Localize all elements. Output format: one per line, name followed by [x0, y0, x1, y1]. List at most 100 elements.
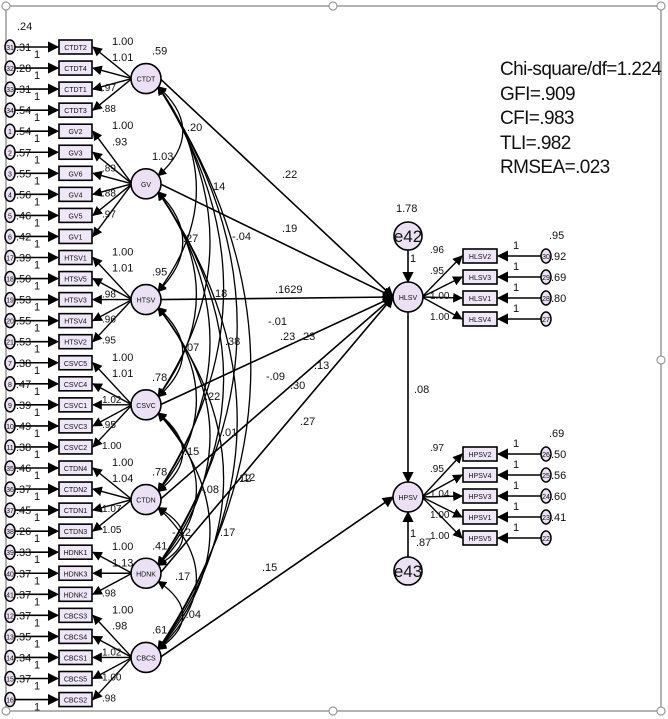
error-variance-label: .41	[551, 512, 566, 524]
error-id-label: 11	[6, 445, 13, 452]
latent-variance-label: .61	[152, 624, 167, 636]
error-variance-label: .46	[16, 210, 31, 222]
error-term-e4	[4, 186, 16, 203]
error-id-label: 28	[542, 296, 550, 303]
indicator-label: HTSV5	[64, 277, 87, 284]
disturbance-variance-label: 1.78	[396, 203, 417, 215]
covariance-arc	[157, 306, 225, 651]
loading-label: 1.01	[112, 52, 133, 64]
indicator-label: HDNK3	[64, 571, 88, 578]
latent-label: CTDN	[136, 498, 155, 505]
indicator-label: CBCS4	[64, 634, 87, 641]
error-id-label: 32	[6, 66, 14, 73]
loading-path	[92, 614, 133, 658]
path-CTDN-to-HLSV	[159, 296, 394, 501]
indicator-label: GV2	[68, 129, 82, 136]
covariance-label-ctdt-hdnk: -.01	[268, 316, 287, 328]
indicator-CTDT4	[58, 60, 93, 76]
fixed-weight-label: 1	[513, 282, 519, 294]
indicator-HPSV5	[462, 530, 498, 546]
error-variance-label: .38	[16, 442, 31, 454]
error-id-label: 22	[542, 536, 550, 543]
error-variance-label: .37	[16, 610, 31, 622]
fit-gfi: GFI=.909	[500, 83, 576, 105]
fixed-weight-label: 1	[34, 681, 40, 693]
loading-label: 1.00	[430, 531, 450, 542]
error-id-label: 36	[6, 487, 14, 494]
covariance-label-gv-hdnk: .23	[300, 331, 315, 343]
fixed-weight-label: 1	[34, 702, 40, 714]
error-id-label: 39	[6, 550, 14, 557]
error-term-e5	[4, 207, 16, 224]
fixed-weight-label: 1	[34, 217, 40, 229]
indicator-HLSV1	[462, 290, 498, 306]
error-term-e11	[4, 439, 16, 455]
fixed-weight-label: 1	[34, 449, 40, 461]
fixed-weight-label: 1	[513, 261, 519, 273]
loading-path	[92, 277, 133, 301]
loading-label: 1.07	[102, 504, 122, 515]
indicator-label: CSVC1	[64, 403, 87, 410]
error-term-e20	[4, 312, 16, 329]
error-id-label: 1	[8, 129, 12, 136]
error-term-e24	[540, 488, 552, 504]
error-variance-label: .28	[16, 63, 31, 75]
loading-path	[92, 65, 133, 80]
covariance-label-gv-ctdn: -.09	[266, 371, 285, 383]
error-id-label: 30	[542, 254, 550, 261]
loading-label: 1.00	[112, 604, 133, 616]
loading-label: .88	[102, 188, 116, 199]
error-term-e30	[540, 248, 552, 264]
indicator-label: HPSV2	[469, 452, 492, 459]
indicator-label: HDNK1	[64, 550, 88, 557]
indicator-label: GV5	[68, 213, 82, 220]
error-id-label: 2	[8, 150, 12, 157]
indicator-CBCS1	[58, 649, 93, 666]
latent-label: CTDT	[137, 77, 156, 84]
path-HTSV-to-HLSV	[159, 291, 395, 303]
fixed-weight-label: 1	[513, 303, 519, 315]
loading-label: 1.00	[112, 352, 133, 364]
indicator-GV3	[58, 144, 93, 161]
error-id-label: 12	[6, 613, 14, 620]
latent-CBCS	[130, 641, 162, 674]
loading-label: .89	[102, 163, 116, 174]
covariance-label-gv-csvc: .38	[225, 336, 240, 348]
covariance-label-gv-htsv: .27	[183, 233, 198, 245]
error-term-e13	[4, 628, 16, 645]
indicator-CBCS5	[58, 670, 93, 687]
indicator-CBCS4	[58, 628, 93, 645]
error-id-label: 16	[6, 698, 14, 705]
error-variance-label: .69	[551, 272, 566, 284]
indicator-label: HLSV1	[469, 296, 491, 303]
latent-CSVC	[130, 389, 162, 421]
fixed-weight-label: 1	[34, 302, 40, 314]
error-id-label: 24	[542, 494, 550, 501]
error-term-e40	[4, 565, 16, 581]
error-term-e38	[4, 523, 16, 539]
covariance-arc	[157, 412, 198, 566]
error-id-label: 38	[6, 529, 14, 536]
fit-rmsea: RMSEA=.023	[500, 157, 610, 178]
covariance-label-hdnk-cbcs: -.04	[182, 609, 201, 621]
squared-multiple-correlation-label: .69	[549, 428, 564, 440]
error-term-e14	[4, 649, 16, 666]
indicator-CTDT2	[58, 39, 93, 55]
loading-path	[92, 635, 133, 659]
indicator-CSVC2	[58, 439, 93, 455]
covariance-arc	[157, 191, 211, 493]
indicator-label: HPSV1	[469, 515, 492, 522]
fixed-weight-label: 1	[34, 596, 40, 608]
indicator-label: CTDT1	[64, 87, 87, 94]
error-term-e25	[540, 467, 552, 483]
covariance-label-csvc-hdnk: -.08	[200, 484, 219, 496]
fixed-weight-label: 1	[513, 480, 519, 492]
indicator-HDNK3	[58, 565, 93, 582]
error-variance-label: .39	[16, 400, 31, 412]
error-variance-label: .56	[551, 470, 566, 482]
error-variance-label: .37	[16, 484, 31, 496]
covariance-label-ctdt-ctdn: .1629	[275, 284, 303, 296]
latent-variance-label: .95	[152, 267, 167, 279]
loading-path	[92, 151, 133, 185]
error-id-label: 25	[542, 473, 550, 480]
